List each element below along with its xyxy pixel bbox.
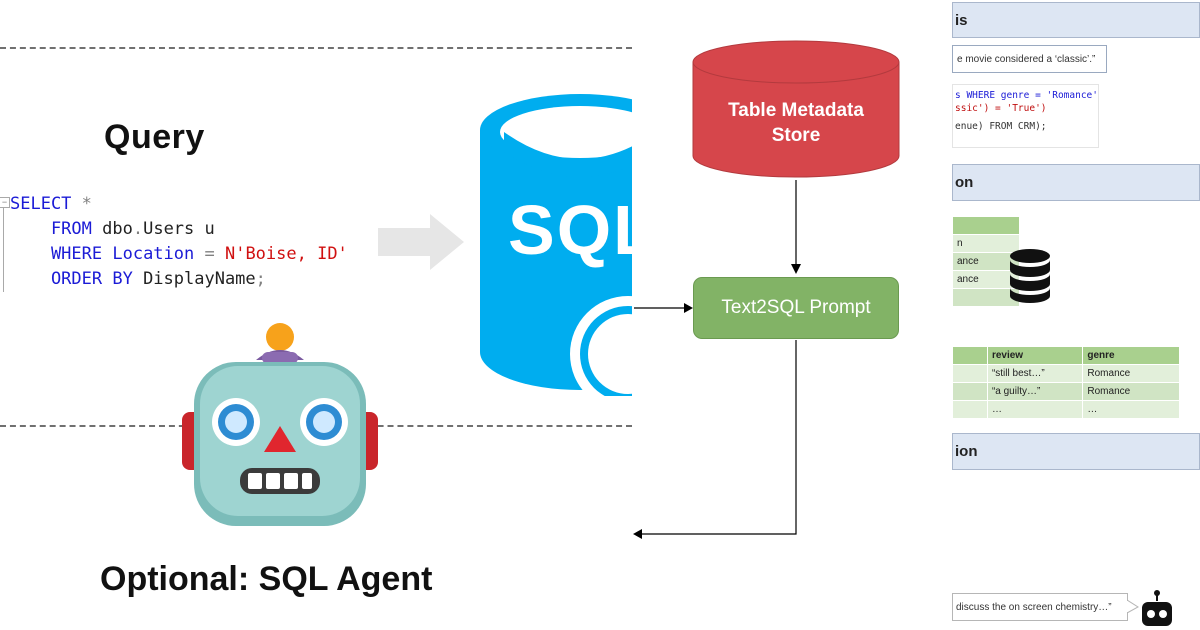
top-divider bbox=[0, 47, 632, 49]
table-header-cell bbox=[952, 346, 988, 365]
metadata-store-label: Table Metadata Store bbox=[693, 98, 899, 148]
right-panel: is e movie considered a ‘classic’.” s WH… bbox=[952, 0, 1200, 630]
section-header-1-label: is bbox=[955, 11, 968, 29]
flow-arrows bbox=[633, 40, 900, 539]
table-header-cell: genre bbox=[1082, 346, 1180, 365]
table-cell: ance bbox=[952, 252, 1020, 271]
table-cell: “a guilty…” bbox=[986, 382, 1084, 401]
section-header-1: is bbox=[952, 2, 1200, 38]
collapse-icon[interactable]: − bbox=[0, 197, 10, 208]
table-cell bbox=[952, 364, 988, 383]
code-line: SELECT * bbox=[10, 192, 348, 217]
table-row: “still best…”Romance bbox=[952, 364, 1180, 383]
code-token: Location bbox=[102, 244, 195, 264]
section-header-3-label: ion bbox=[955, 443, 978, 460]
code-fold-rail bbox=[3, 200, 4, 292]
sql-snippet-box: s WHERE genre = 'Romance' ssic') = 'True… bbox=[952, 84, 1099, 148]
small-robot-icon bbox=[1142, 590, 1172, 626]
code-token: = bbox=[194, 244, 225, 264]
table-row: ance bbox=[952, 270, 1020, 289]
question-box: e movie considered a ‘classic’.” bbox=[952, 45, 1107, 73]
query-title: Query bbox=[104, 118, 205, 156]
code-token: SELECT bbox=[10, 194, 72, 214]
code-token: DisplayName bbox=[132, 269, 256, 289]
table-cell bbox=[952, 216, 1020, 235]
code-line: FROM dbo.Users u bbox=[10, 217, 348, 242]
table-row: “a guilty…”Romance bbox=[952, 382, 1180, 401]
code-token: Users u bbox=[143, 219, 215, 239]
chat-bubble-tail bbox=[1127, 600, 1139, 614]
database-icon bbox=[1010, 249, 1050, 303]
code-token: * bbox=[71, 194, 92, 214]
sql-snippet-line2: ssic') = 'True') bbox=[955, 103, 1047, 114]
sql-snippet-line1: s WHERE genre = 'Romance' bbox=[955, 90, 1098, 101]
code-line: WHERE Location = N'Boise, ID' bbox=[10, 242, 348, 267]
chat-bubble: discuss the on screen chemistry…” bbox=[952, 593, 1128, 621]
code-line: ORDER BY DisplayName; bbox=[10, 267, 348, 292]
table-cell: Romance bbox=[1082, 364, 1180, 383]
table-cell: … bbox=[1082, 400, 1180, 419]
code-token: N'Boise, ID' bbox=[224, 244, 348, 264]
table-cell: … bbox=[986, 400, 1084, 419]
sql-snippet-line3: enue) FROM CRM); bbox=[955, 121, 1047, 132]
code-token: FROM bbox=[10, 219, 92, 239]
text2sql-prompt-label: Text2SQL Prompt bbox=[721, 297, 871, 318]
sql-database-icon bbox=[480, 94, 632, 396]
metadata-store-label-line2: Store bbox=[771, 125, 821, 146]
metadata-store-label-line1: Table Metadata bbox=[728, 100, 864, 121]
metadata-store-cylinder bbox=[692, 40, 900, 178]
table-cell: Romance bbox=[1082, 382, 1180, 401]
table-cell: ance bbox=[952, 270, 1020, 289]
left-panel: Query − SELECT * FROM dbo.Users u WHERE … bbox=[0, 47, 632, 598]
section-header-2: on bbox=[952, 164, 1200, 201]
section-header-2-label: on bbox=[955, 174, 974, 191]
section-header-3: ion bbox=[952, 433, 1200, 470]
table-cell: n bbox=[952, 234, 1020, 253]
robot-icon bbox=[182, 323, 378, 526]
agent-title: Optional: SQL Agent bbox=[100, 560, 433, 598]
code-token: WHERE bbox=[10, 244, 103, 264]
chat-snippet: discuss the on screen chemistry…” bbox=[956, 601, 1112, 613]
table-row: ance bbox=[952, 252, 1020, 271]
code-token: . bbox=[132, 219, 144, 239]
code-token: ; bbox=[255, 269, 266, 289]
table-row bbox=[952, 216, 1020, 235]
table-cell bbox=[952, 382, 988, 401]
sql-code-block: SELECT * FROM dbo.Users u WHERE Location… bbox=[10, 192, 348, 292]
table-row: n bbox=[952, 234, 1020, 253]
table-cell: “still best…” bbox=[986, 364, 1084, 383]
question-snippet: e movie considered a ‘classic’.” bbox=[957, 53, 1096, 65]
table-cell bbox=[952, 400, 988, 419]
sql-logo-text: SQL bbox=[508, 191, 632, 269]
code-token: dbo bbox=[91, 219, 133, 239]
code-token: ORDER BY bbox=[10, 269, 133, 289]
text2sql-prompt-node: Text2SQL Prompt bbox=[693, 277, 899, 339]
right-arrow-icon bbox=[378, 214, 464, 270]
table-header-cell: review bbox=[986, 346, 1084, 365]
table-row: …… bbox=[952, 400, 1180, 419]
